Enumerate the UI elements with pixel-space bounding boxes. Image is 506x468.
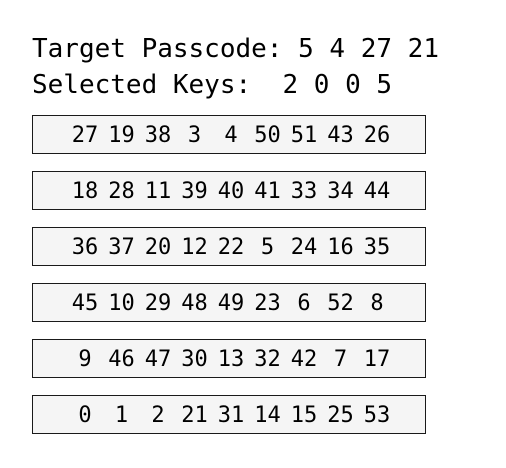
keypad-key[interactable]: 52 [327, 291, 354, 316]
keypad-key[interactable]: 15 [290, 403, 318, 428]
keypad-key[interactable]: 50 [254, 123, 281, 148]
keypad-key[interactable]: 37 [108, 235, 135, 260]
keypad-key[interactable]: 53 [363, 403, 391, 428]
keypad-key[interactable]: 18 [71, 179, 99, 204]
keypad-key[interactable]: 13 [217, 347, 245, 372]
keypad-key[interactable]: 25 [327, 403, 354, 428]
keypad-key[interactable]: 21 [181, 403, 208, 428]
keypad-key[interactable]: 23 [254, 291, 281, 316]
keypad-key[interactable]: 29 [144, 291, 172, 316]
keypad-key[interactable]: 14 [254, 403, 281, 428]
keypad-key[interactable]: 11 [144, 179, 172, 204]
keypad-key[interactable]: 33 [290, 179, 318, 204]
keypad-key[interactable]: 5 [260, 235, 275, 260]
keypad-key[interactable]: 10 [108, 291, 135, 316]
keypad-key[interactable]: 1 [114, 403, 129, 428]
keypad-key[interactable]: 19 [108, 123, 135, 148]
keypad-key[interactable]: 0 [78, 403, 92, 428]
keypad-key[interactable]: 30 [181, 347, 208, 372]
keypad-row: 36 37 20 12 22 5 24 16 35 [32, 227, 426, 266]
keypad-key[interactable]: 49 [217, 291, 245, 316]
target-passcode-label: Target Passcode: [32, 34, 283, 64]
target-passcode-value: 5 4 27 21 [298, 34, 439, 64]
keypad-key[interactable]: 38 [144, 123, 172, 148]
keypad-key[interactable]: 44 [363, 179, 391, 204]
selected-keys-label: Selected Keys: [32, 70, 252, 100]
keypad-key[interactable]: 8 [370, 291, 384, 316]
keypad-row: 45 10 29 48 49 23 6 52 8 [32, 283, 426, 322]
selected-keys-value: 2 0 0 5 [282, 70, 393, 100]
keypad-key[interactable]: 48 [181, 291, 208, 316]
keypad-key[interactable]: 27 [71, 123, 99, 148]
keypad-key[interactable]: 32 [254, 347, 281, 372]
keypad-key[interactable]: 22 [217, 235, 245, 260]
keypad-key[interactable]: 17 [363, 347, 391, 372]
keypad-key[interactable]: 46 [108, 347, 135, 372]
keypad-key[interactable]: 3 [187, 123, 202, 148]
keypad-key[interactable]: 24 [290, 235, 318, 260]
keypad-key[interactable]: 41 [254, 179, 281, 204]
keypad-key[interactable]: 4 [224, 123, 238, 148]
keypad-key[interactable]: 39 [181, 179, 208, 204]
keypad-key[interactable]: 9 [78, 347, 92, 372]
keypad-key[interactable]: 34 [327, 179, 354, 204]
keypad-key[interactable]: 43 [327, 123, 354, 148]
target-passcode-line: Target Passcode: 5 4 27 21 [32, 31, 439, 67]
keypad-key[interactable]: 20 [144, 235, 172, 260]
keypad-key[interactable]: 26 [363, 123, 391, 148]
keypad-row: 9 46 47 30 13 32 42 7 17 [32, 339, 426, 378]
keypad-key[interactable]: 45 [71, 291, 99, 316]
selected-keys-line: Selected Keys: 2 0 0 5 [32, 67, 392, 103]
keypad-key[interactable]: 36 [71, 235, 99, 260]
keypad-key[interactable]: 47 [144, 347, 172, 372]
keypad-key[interactable]: 40 [217, 179, 245, 204]
keypad-key[interactable]: 12 [181, 235, 208, 260]
keypad-key[interactable]: 2 [151, 403, 165, 428]
keypad-key[interactable]: 28 [108, 179, 135, 204]
keypad-key[interactable]: 31 [217, 403, 245, 428]
keypad-key[interactable]: 42 [290, 347, 318, 372]
keypad-key[interactable]: 16 [327, 235, 354, 260]
keypad-key[interactable]: 35 [363, 235, 391, 260]
keypad-key[interactable]: 7 [333, 347, 348, 372]
keypad-key[interactable]: 6 [297, 291, 311, 316]
keypad-key[interactable]: 51 [290, 123, 318, 148]
keypad-row: 18 28 11 39 40 41 33 34 44 [32, 171, 426, 210]
